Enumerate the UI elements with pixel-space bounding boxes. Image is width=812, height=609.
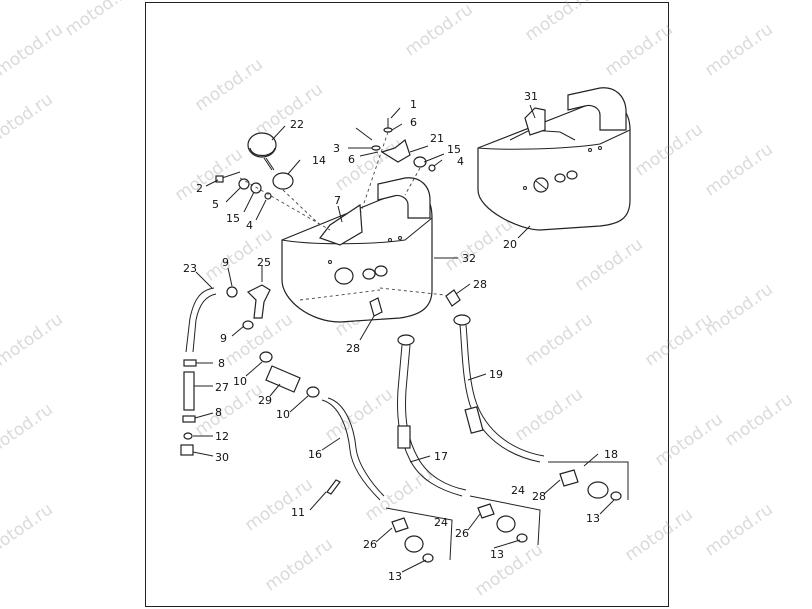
- callout-label: 30: [215, 451, 229, 464]
- callout-label: 23: [183, 262, 197, 275]
- callout-label: 29: [258, 394, 272, 407]
- quick-connect-left: [385, 507, 453, 563]
- callout-label: 8: [218, 357, 225, 370]
- callout-label: 5: [212, 198, 219, 211]
- callout-labels: 1 2 3 4 4 5 6 6 7 8 8 9 9 10 10 11 12 13…: [183, 90, 618, 583]
- callout-label: 25: [257, 256, 271, 269]
- callout-label: 28: [346, 342, 360, 355]
- callout-label: 15: [447, 143, 461, 156]
- vent-hose: [185, 287, 215, 353]
- o-ring: [272, 172, 294, 190]
- callout-label: 19: [489, 368, 503, 381]
- callout-label: 22: [290, 118, 304, 131]
- oil-line: [397, 344, 463, 497]
- callout-label: 31: [524, 90, 538, 103]
- callout-label: 27: [215, 381, 229, 394]
- callout-label: 28: [473, 278, 487, 291]
- clamp: [183, 359, 197, 367]
- callout-label: 3: [333, 142, 340, 155]
- callout-label: 17: [434, 450, 448, 463]
- callout-label: 1: [410, 98, 417, 111]
- callout-label: 12: [215, 430, 229, 443]
- elbow-hose: [246, 284, 271, 319]
- callout-label: 24: [434, 516, 448, 529]
- quick-connect-right: [548, 461, 629, 501]
- saddlebag-right: [477, 87, 631, 231]
- callout-label: 24: [511, 484, 525, 497]
- callout-label: 9: [220, 332, 227, 345]
- callout-label: 13: [388, 570, 402, 583]
- plug: [180, 444, 194, 456]
- callout-label: 10: [276, 408, 290, 421]
- clamp: [259, 351, 273, 363]
- mounting-hardware-left: [215, 171, 331, 231]
- callout-label: 28: [532, 490, 546, 503]
- callout-label: 21: [430, 132, 444, 145]
- callout-label: 7: [334, 194, 341, 207]
- callout-label: 6: [348, 153, 355, 166]
- connector-hose: [265, 365, 301, 393]
- fitting: [445, 289, 461, 307]
- callout-label: 6: [410, 116, 417, 129]
- callout-label: 11: [291, 506, 305, 519]
- filler-cap: [247, 132, 277, 171]
- callout-label: 15: [226, 212, 240, 225]
- leader-lines: [192, 104, 615, 573]
- callout-label: 8: [215, 406, 222, 419]
- callout-label: 26: [363, 538, 377, 551]
- hose-clamp: [242, 320, 254, 330]
- callout-label: 2: [196, 182, 203, 195]
- fitting: [369, 297, 383, 317]
- callout-label: 16: [308, 448, 322, 461]
- callout-label: 9: [222, 256, 229, 269]
- callout-label: 20: [503, 238, 517, 251]
- quick-connect-mid: [469, 495, 541, 546]
- drain-line: [321, 399, 381, 501]
- callout-label: 32: [462, 252, 476, 265]
- callout-label: 4: [246, 219, 253, 232]
- callout-label: 18: [604, 448, 618, 461]
- o-ring-small: [183, 432, 193, 440]
- hose-sleeve: [464, 406, 484, 434]
- callout-label: 13: [490, 548, 504, 561]
- saddlebag-left: [281, 177, 433, 323]
- mounting-hardware-top: [355, 118, 436, 216]
- callout-label: 13: [586, 512, 600, 525]
- clamp: [182, 415, 196, 423]
- callout-label: 10: [233, 375, 247, 388]
- callout-label: 26: [455, 527, 469, 540]
- hose-clamp: [226, 286, 238, 298]
- callout-label: 14: [312, 154, 326, 167]
- hose-sleeve: [397, 425, 411, 449]
- oil-line-return: [459, 324, 541, 463]
- clamp: [306, 386, 320, 398]
- vent-tube: [183, 371, 195, 411]
- callout-label: 4: [457, 155, 464, 168]
- clip: [326, 479, 341, 495]
